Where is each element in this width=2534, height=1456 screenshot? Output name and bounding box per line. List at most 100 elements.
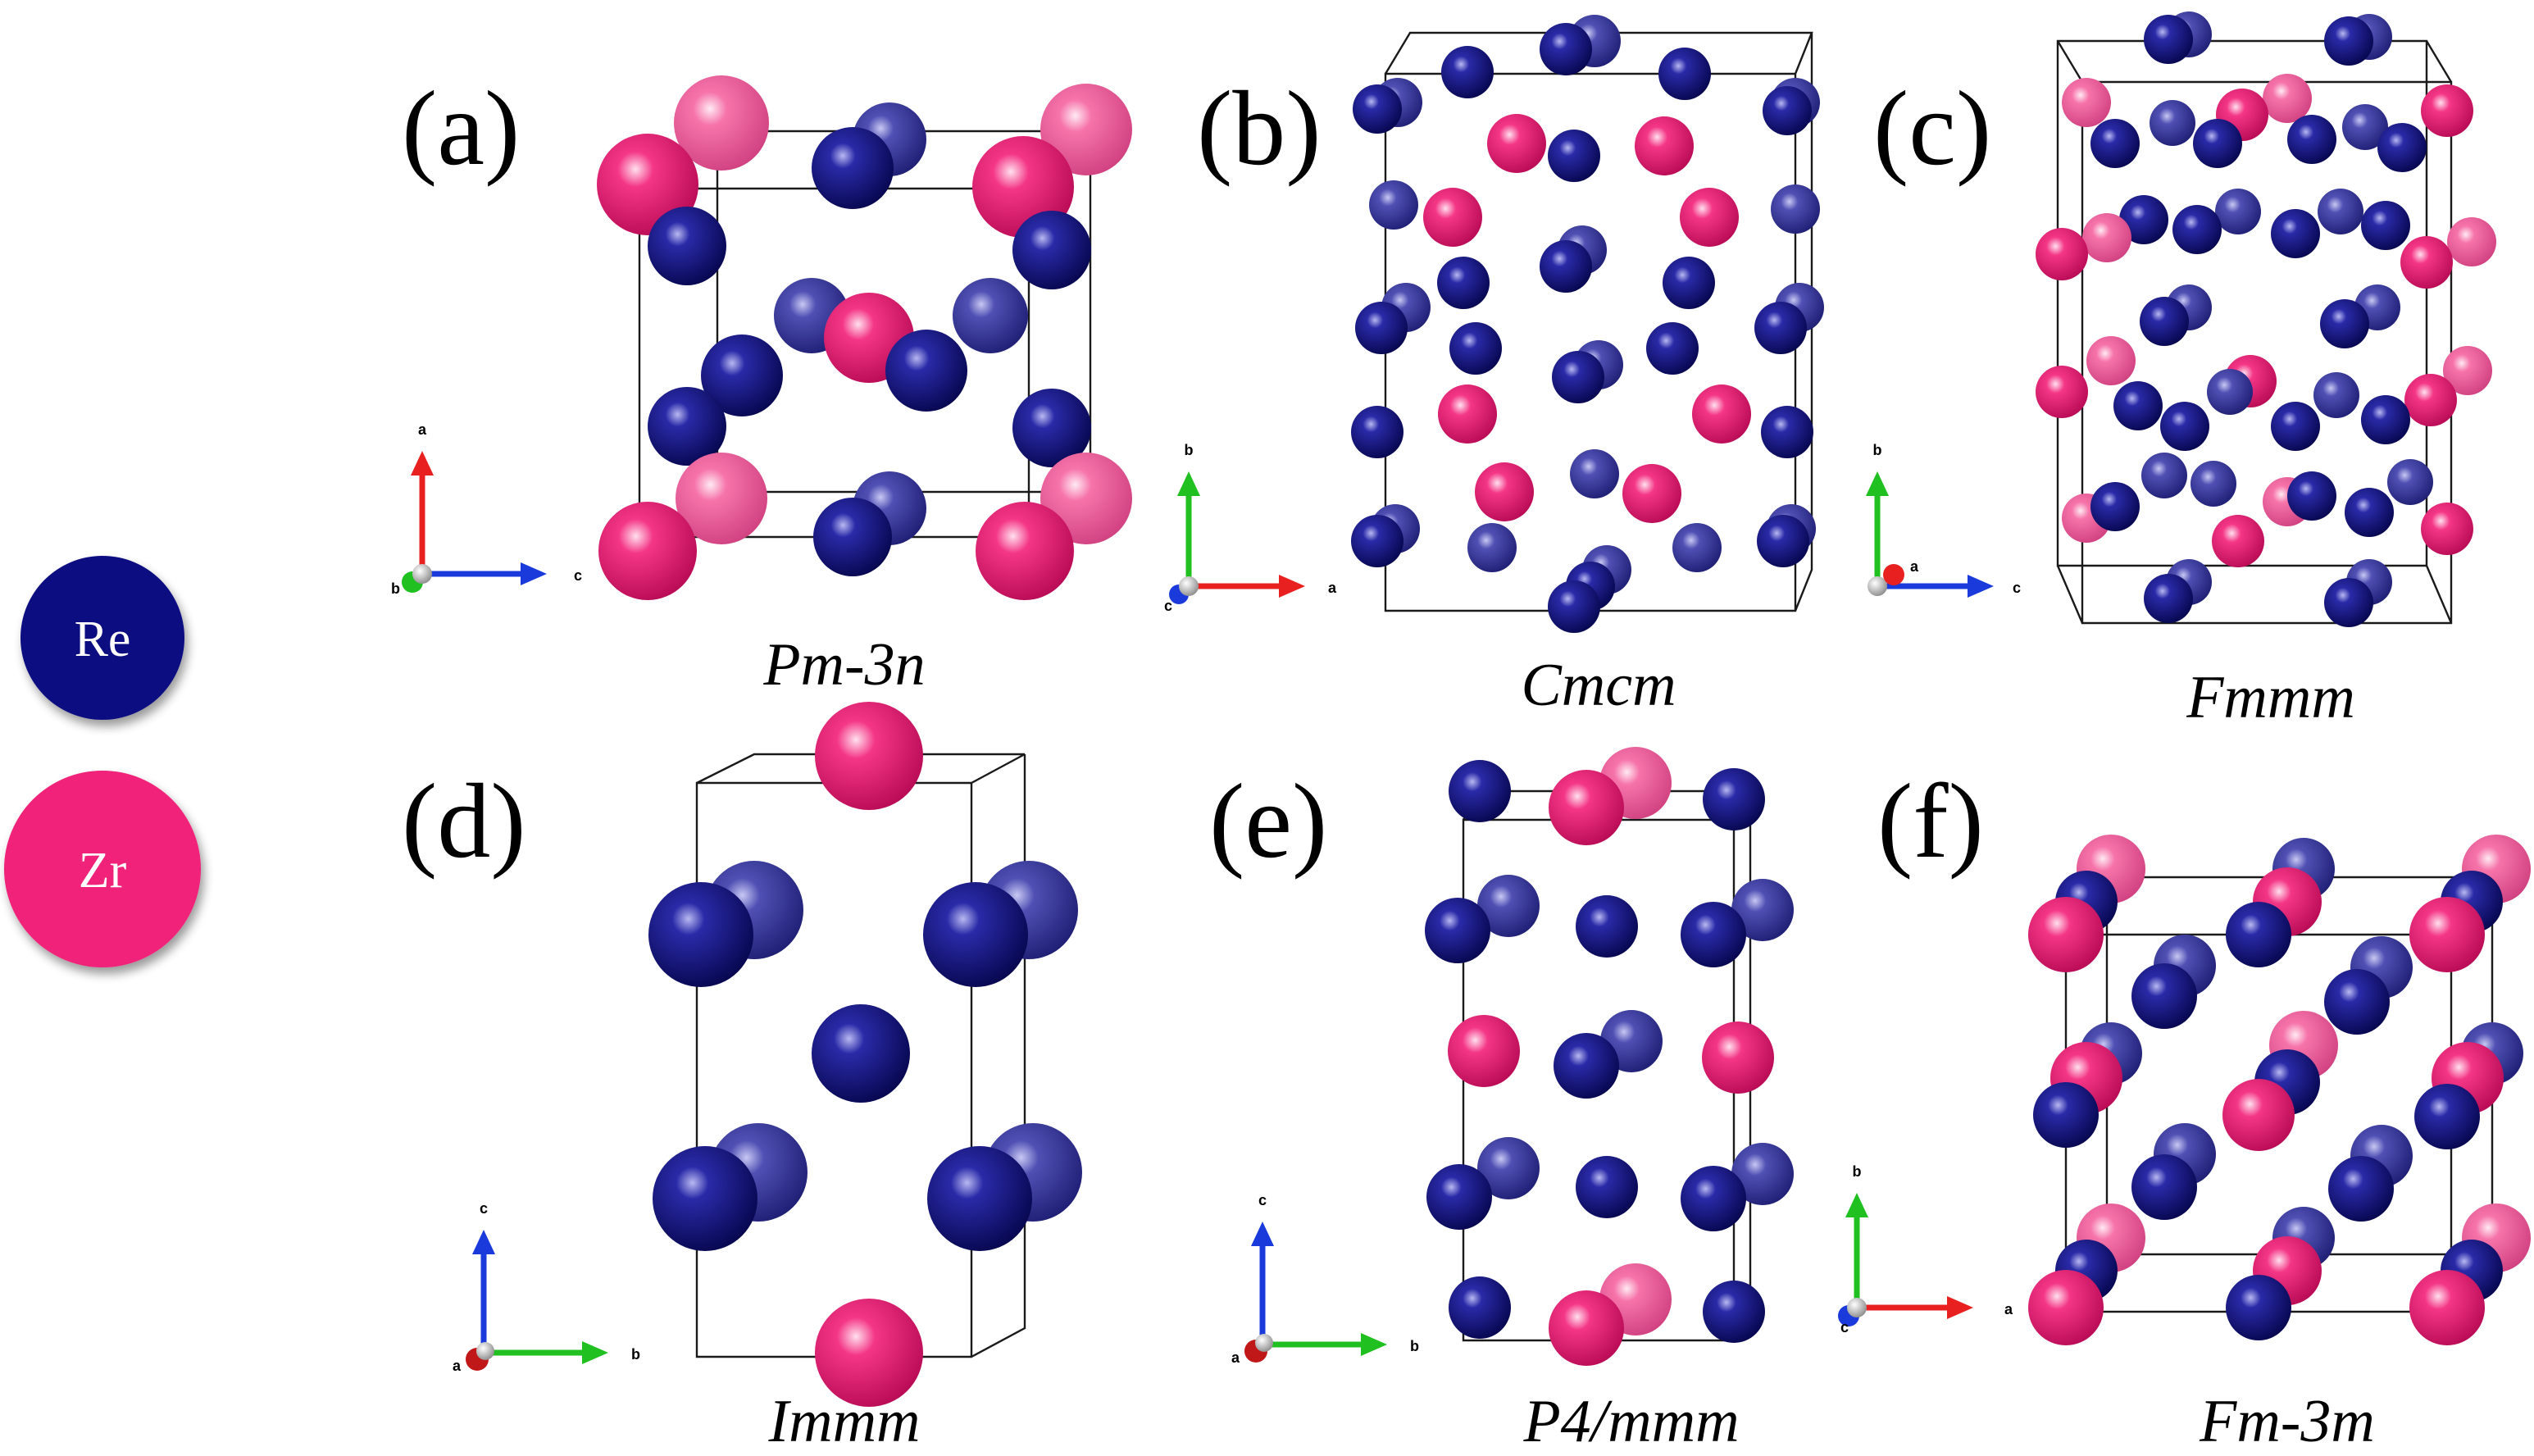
- atom-zr: [2028, 1270, 2104, 1345]
- axes-indicator-b: b c a: [1164, 442, 1337, 614]
- atom-zr-back: [2086, 336, 2136, 385]
- atom-re-back: [1771, 184, 1820, 234]
- atom-re-back: [1570, 449, 1619, 498]
- atom-re: [2287, 115, 2336, 164]
- atom-re-back: [2207, 369, 2253, 415]
- atom-re: [2090, 482, 2140, 531]
- atom-re: [2144, 15, 2193, 64]
- unit-cell-b: [1384, 31, 1813, 612]
- panel-c: (c): [1866, 11, 2496, 731]
- atoms-c: [2036, 11, 2496, 627]
- atom-zr: [1549, 1290, 1624, 1366]
- axis-label-c: c: [574, 567, 582, 584]
- atom-zr: [2409, 897, 2485, 972]
- atom-re: [648, 387, 726, 466]
- atom-re: [2271, 402, 2320, 451]
- atom-re: [1351, 406, 1403, 458]
- atom-re: [1663, 257, 1715, 309]
- atom-zr: [815, 702, 923, 810]
- atom-re-back: [2342, 104, 2388, 150]
- atom-zr: [1702, 1021, 1774, 1094]
- atom-re-back: [2318, 189, 2363, 234]
- atom-re: [1576, 895, 1638, 958]
- atom-re: [2361, 395, 2410, 444]
- atom-re: [1449, 1276, 1511, 1339]
- atom-re-back: [1477, 875, 1540, 937]
- atom-zr-back: [2447, 217, 2496, 266]
- atom-re-back: [2313, 372, 2359, 418]
- axis-label-a: a: [453, 1358, 462, 1374]
- axis-label-c: c: [480, 1200, 488, 1217]
- atom-re: [1355, 302, 1408, 354]
- atom-re: [2324, 578, 2373, 627]
- atom-re: [813, 498, 892, 576]
- atom-zr: [1423, 188, 1482, 247]
- atom-re-back: [1672, 523, 1722, 572]
- atom-re: [1548, 580, 1600, 633]
- atom-re: [2119, 195, 2168, 244]
- atom-zr-back: [674, 75, 769, 171]
- atom-zr: [2036, 366, 2088, 418]
- atom-re: [812, 127, 894, 209]
- atom-re-back: [2387, 459, 2433, 505]
- atom-re: [1757, 515, 1809, 567]
- atom-zr: [2028, 897, 2104, 972]
- atom-zr-back: [2082, 213, 2131, 262]
- atom-zr: [2212, 515, 2264, 567]
- atom-re: [2193, 119, 2242, 168]
- atom-zr: [1487, 114, 1546, 173]
- atom-re: [1554, 1033, 1619, 1099]
- atom-re: [2361, 201, 2410, 250]
- atoms-d: [648, 702, 1082, 1407]
- panel-e: (e): [1209, 747, 1794, 1455]
- atom-re: [1425, 898, 1490, 963]
- atom-re-back: [1731, 1143, 1794, 1205]
- legend: Re Zr: [4, 556, 201, 967]
- legend-swatch-re: [20, 556, 184, 720]
- atom-re-back: [2141, 453, 2187, 498]
- atom-re-back: [2215, 189, 2261, 234]
- atom-re: [1540, 23, 1592, 75]
- atoms-a: [597, 75, 1132, 600]
- axis-label-b: b: [631, 1346, 640, 1363]
- atom-re: [2226, 1275, 2291, 1340]
- legend-swatch-zr: [4, 771, 201, 967]
- legend-item-re: Re: [20, 556, 184, 720]
- axis-label-c: c: [1164, 598, 1172, 614]
- atom-re: [2172, 205, 2222, 254]
- atom-re: [2287, 471, 2336, 521]
- atom-re: [1681, 1166, 1746, 1231]
- atom-re: [2324, 16, 2373, 66]
- atom-zr: [1475, 462, 1534, 521]
- panel-label-a: (a): [402, 70, 520, 188]
- atom-re: [1012, 211, 1091, 289]
- axis-label-a: a: [1910, 558, 1919, 575]
- axes-indicator-d: c a b: [453, 1200, 640, 1374]
- atom-re: [927, 1146, 1032, 1251]
- atom-re: [1353, 84, 1402, 134]
- atom-zr: [2222, 1079, 2295, 1151]
- axis-label-c: c: [2013, 580, 2021, 596]
- space-group-d: Immm: [768, 1388, 921, 1455]
- atom-re: [2377, 123, 2427, 172]
- atom-re: [2090, 119, 2140, 168]
- atom-re: [2271, 209, 2320, 258]
- axis-label-b: b: [1853, 1163, 1862, 1180]
- atom-zr: [1438, 384, 1497, 444]
- atom-re: [1351, 515, 1403, 567]
- legend-item-zr: Zr: [4, 771, 201, 967]
- axis-label-a: a: [1328, 580, 1337, 596]
- atom-re: [1646, 322, 1699, 375]
- atom-re: [2324, 969, 2390, 1035]
- panel-b: (b): [1164, 15, 1824, 719]
- atoms-e: [1425, 747, 1794, 1366]
- space-group-a: Pm-3n: [762, 631, 925, 698]
- atom-re: [1763, 86, 1812, 135]
- axis-label-a: a: [418, 421, 427, 438]
- atom-re: [2113, 381, 2163, 430]
- legend-label-re: Re: [75, 612, 131, 667]
- atom-zr: [2404, 374, 2457, 426]
- atom-re: [1552, 351, 1604, 403]
- panel-label-b: (b): [1197, 70, 1322, 188]
